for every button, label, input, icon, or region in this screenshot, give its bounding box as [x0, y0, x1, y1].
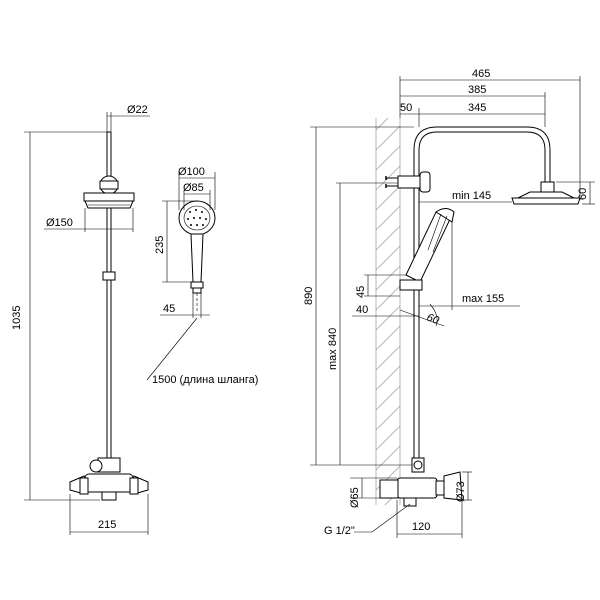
dim-total-reach: 465 [472, 68, 490, 80]
dim-head-height: 60 [577, 188, 589, 200]
dim-width: 215 [98, 519, 116, 531]
dim-height: 1035 [11, 306, 23, 330]
dim-hand-holder: 45 [163, 303, 175, 315]
dim-pipe-diameter: Ø22 [127, 104, 148, 116]
dim-890: 890 [303, 287, 315, 305]
dim-73: Ø73 [455, 481, 467, 502]
dim-head-diameter: Ø150 [46, 217, 73, 229]
dim-hand-outer-diameter: Ø100 [178, 166, 205, 178]
dim-40: 40 [356, 304, 368, 316]
dim-thread: G 1/2" [324, 525, 355, 537]
side-view: 465 385 50 345 60 min 145 max 155 890 ma… [303, 68, 595, 538]
dim-hand-length: 235 [154, 236, 166, 254]
hose-note: 1500 (длина шланга) [152, 374, 258, 386]
dim-offset: 50 [400, 102, 412, 114]
hand-shower: Ø100 Ø85 235 45 1500 (длина шланга) [146, 166, 258, 386]
wall-hatch [375, 117, 401, 506]
dim-arm: 345 [468, 102, 486, 114]
dim-45: 45 [355, 286, 367, 298]
dim-65: Ø65 [349, 487, 361, 508]
dim-max155: max 155 [462, 293, 504, 305]
front-view: Ø22 Ø150 1035 215 [11, 104, 150, 535]
dim-hand-inner-diameter: Ø85 [183, 182, 204, 194]
dim-min: min 145 [452, 190, 491, 202]
dim-120: 120 [412, 521, 430, 533]
dim-max840: max 840 [327, 328, 339, 370]
dim-reach-385: 385 [468, 84, 486, 96]
dim-angle: 60 [425, 312, 441, 328]
